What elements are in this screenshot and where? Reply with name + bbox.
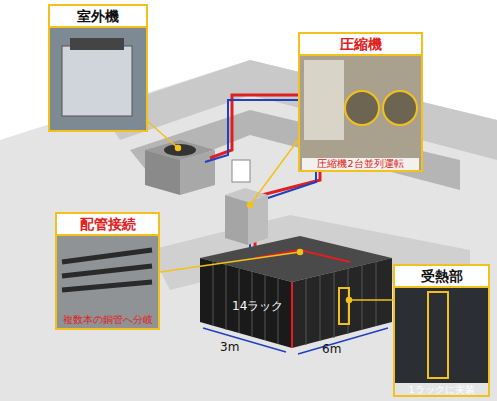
compressor-photo-unit — [383, 91, 417, 125]
compressor-photo-cabinet — [304, 60, 344, 140]
outdoor-fan — [164, 144, 196, 156]
photo-pipe-connection — [57, 234, 158, 328]
outdoor-unit-photo-body — [62, 46, 132, 116]
outdoor-unit-photo-fan — [70, 38, 124, 50]
rack-front — [200, 258, 292, 348]
callout-heading: 室外機 — [50, 6, 146, 28]
control-panel — [232, 160, 250, 182]
leader-lines — [146, 120, 393, 303]
pipe-photo-pipes — [62, 250, 152, 290]
dimension-length: 6m — [322, 342, 341, 356]
compressor-photo-unit — [345, 91, 379, 125]
outdoor-unit-side — [145, 150, 180, 195]
compressor-callout: 圧縮機圧縮機2台並列運転 — [298, 32, 423, 172]
rack-edge-highlight — [291, 282, 293, 348]
compressor-front — [248, 195, 268, 245]
photo-heat-receiver — [395, 286, 488, 383]
callout-heading: 配管接続 — [57, 214, 158, 236]
heat-receiver-callout: 受熱部 1ラックに実装 — [393, 264, 490, 397]
photo-compressor — [300, 54, 421, 170]
rack-count: 14ラック — [232, 298, 283, 315]
photo-caption: 複数本の銅管へ分岐 — [59, 314, 156, 326]
photo-caption: 圧縮機2台並列運転 — [302, 158, 419, 170]
heat-receiver-photo-door — [428, 292, 448, 378]
compressor-side — [225, 195, 248, 245]
dimension-arrows — [203, 328, 388, 354]
rack-side — [292, 258, 392, 348]
dimension-width: 3m — [220, 340, 239, 354]
outdoor-unit-callout: 室外機 — [48, 4, 148, 132]
callout-heading: 圧縮機 — [300, 34, 421, 56]
pipe-connection-callout: 配管接続複数本の銅管へ分岐 — [55, 212, 160, 330]
callout-heading: 受熱部 — [395, 266, 488, 288]
rack-dividers — [213, 262, 376, 345]
photo-outdoor-unit — [50, 26, 146, 130]
heat-receiver-highlight — [339, 288, 349, 324]
photo-caption: 1ラックに実装 — [397, 384, 486, 396]
